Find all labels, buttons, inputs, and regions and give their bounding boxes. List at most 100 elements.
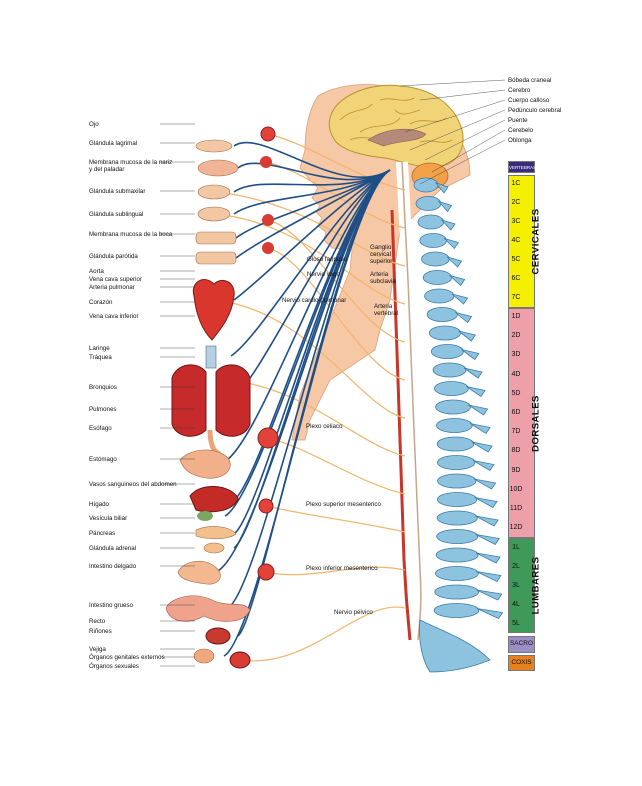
nerve-branch [239, 606, 406, 662]
bladder-organ [193, 648, 215, 664]
stomach-organ [179, 449, 231, 479]
vertebra-body [436, 510, 478, 526]
vagus-branch [230, 169, 391, 357]
label-rinones: Riñones [89, 628, 112, 635]
label-ganglio-3: superior [370, 258, 393, 265]
coxis-label: COXIS [511, 659, 532, 666]
vertebrae-header-label: VERTEBRAS [509, 165, 537, 170]
coxis-band [508, 655, 535, 671]
label-peduncular: Pedúnculo cerebral [508, 107, 562, 114]
label-oblonga: Oblonga [508, 137, 532, 144]
label-pancreas: Páncreas [89, 530, 116, 537]
vertebra-process [434, 182, 449, 194]
vertebrae-header: VERTEBRAS [508, 161, 537, 173]
brain-leader-line [399, 79, 506, 87]
vertebra-process [468, 404, 489, 416]
label-vertebral: Arteria [374, 303, 393, 310]
vertebra-9D: 9D [511, 466, 521, 474]
label-vertebral-2: vertebral [374, 310, 399, 317]
sacro-label: SACRO [509, 640, 534, 647]
label-vasos-abdomen: Vasos sanguineos del abdomen [89, 481, 177, 488]
vagus-pathways [215, 141, 391, 657]
label-submaxilar: Glándula submaxilar [89, 188, 146, 195]
brain-leader-line [424, 119, 506, 161]
vertebra-process [472, 460, 495, 472]
label-cardio: Nervio cardio-pulmonar [282, 297, 347, 304]
vertebra-body [437, 492, 478, 507]
label-gloso: Gloso faringeo [307, 256, 348, 263]
nerve-branch [267, 219, 406, 343]
vagus-branch [235, 169, 391, 259]
label-laringe: Laringe [89, 345, 110, 352]
vertebra-body [433, 603, 480, 618]
vertebra-5D: 5D [511, 389, 521, 397]
vertebra-process [476, 571, 502, 583]
nerve-branch [215, 213, 406, 305]
vertebra-body [415, 196, 442, 211]
aorta-vessel [390, 209, 412, 641]
vertebra-process [458, 330, 476, 342]
label-sexuales: Órganos sexuales [89, 663, 139, 670]
dorsal-band [508, 308, 535, 538]
vertebra-5L: 5L [512, 620, 520, 627]
vertebra-process [440, 219, 456, 231]
vagus-branch [233, 169, 391, 301]
vagus-branch [215, 169, 391, 573]
vertebra-body [437, 455, 476, 470]
vertebra-process [476, 589, 503, 601]
label-adrenal: Glándula adrenal [89, 545, 137, 552]
vertebra-process [473, 478, 497, 490]
vertebra-6D: 6D [511, 409, 521, 416]
vertebra-6C: 6C [511, 275, 521, 282]
vertebra-process [471, 441, 493, 453]
heart-organ [192, 279, 235, 341]
sex-organs [229, 651, 251, 669]
vertebra-process [466, 386, 486, 398]
lumbares-label: LUMBARES [530, 556, 542, 615]
nerve-branch [229, 379, 406, 457]
lungs-organ [171, 364, 251, 437]
vertebra-process [470, 423, 491, 435]
nerve-fibers [213, 133, 406, 662]
vertebra-4L: 4L [512, 601, 520, 608]
label-vesicula: Vesícula biliar [89, 515, 128, 522]
label-pulmones: Pulmones [89, 406, 117, 413]
nerve-branch [265, 566, 406, 576]
vertebra-process [451, 293, 469, 305]
label-cerebelo: Cerebelo [508, 127, 534, 134]
vertebra-body [426, 307, 458, 322]
vertebra-body [432, 362, 467, 378]
label-vena-cava-sup: Vena cava superior [89, 276, 142, 283]
adrenal-gland [203, 542, 225, 554]
label-bronquios: Bronquios [89, 384, 117, 391]
cervical-band [508, 175, 535, 308]
vertebra-12D: 12D [509, 524, 523, 532]
label-corazon: Corazón [89, 299, 113, 306]
large-intestine [165, 595, 251, 622]
vertebra-body [436, 436, 475, 452]
vertebra-body [436, 418, 473, 433]
vertebra-body [417, 214, 445, 230]
vertebra-process [475, 552, 501, 564]
label-cerebro: Cerebro [508, 87, 531, 94]
vertebra-1D: 1D [511, 313, 521, 320]
leader-lines [160, 79, 506, 667]
vertebra-body [413, 177, 439, 193]
vertebra-body [435, 566, 479, 581]
vertebra-7D: 7D [511, 428, 521, 436]
brain-leader-line [419, 89, 506, 101]
vertebra-1C: 1C [511, 180, 521, 187]
label-sup-mes: Plexo superior mesenterico [306, 501, 381, 508]
vertebra-process [449, 275, 466, 287]
nasal-mucosa [197, 159, 239, 177]
vertebra-5C: 5C [511, 256, 521, 263]
vertebra-body [428, 325, 461, 341]
vertebra-2L: 2L [512, 563, 520, 570]
vertebra-10D: 10D [509, 485, 523, 493]
lacrimal-gland [195, 139, 233, 153]
vertebra-3L: 3L [512, 582, 520, 589]
brain-leader-line [419, 139, 506, 185]
label-vago: Nervio vago [307, 271, 341, 278]
brain-leader-line [404, 99, 506, 133]
